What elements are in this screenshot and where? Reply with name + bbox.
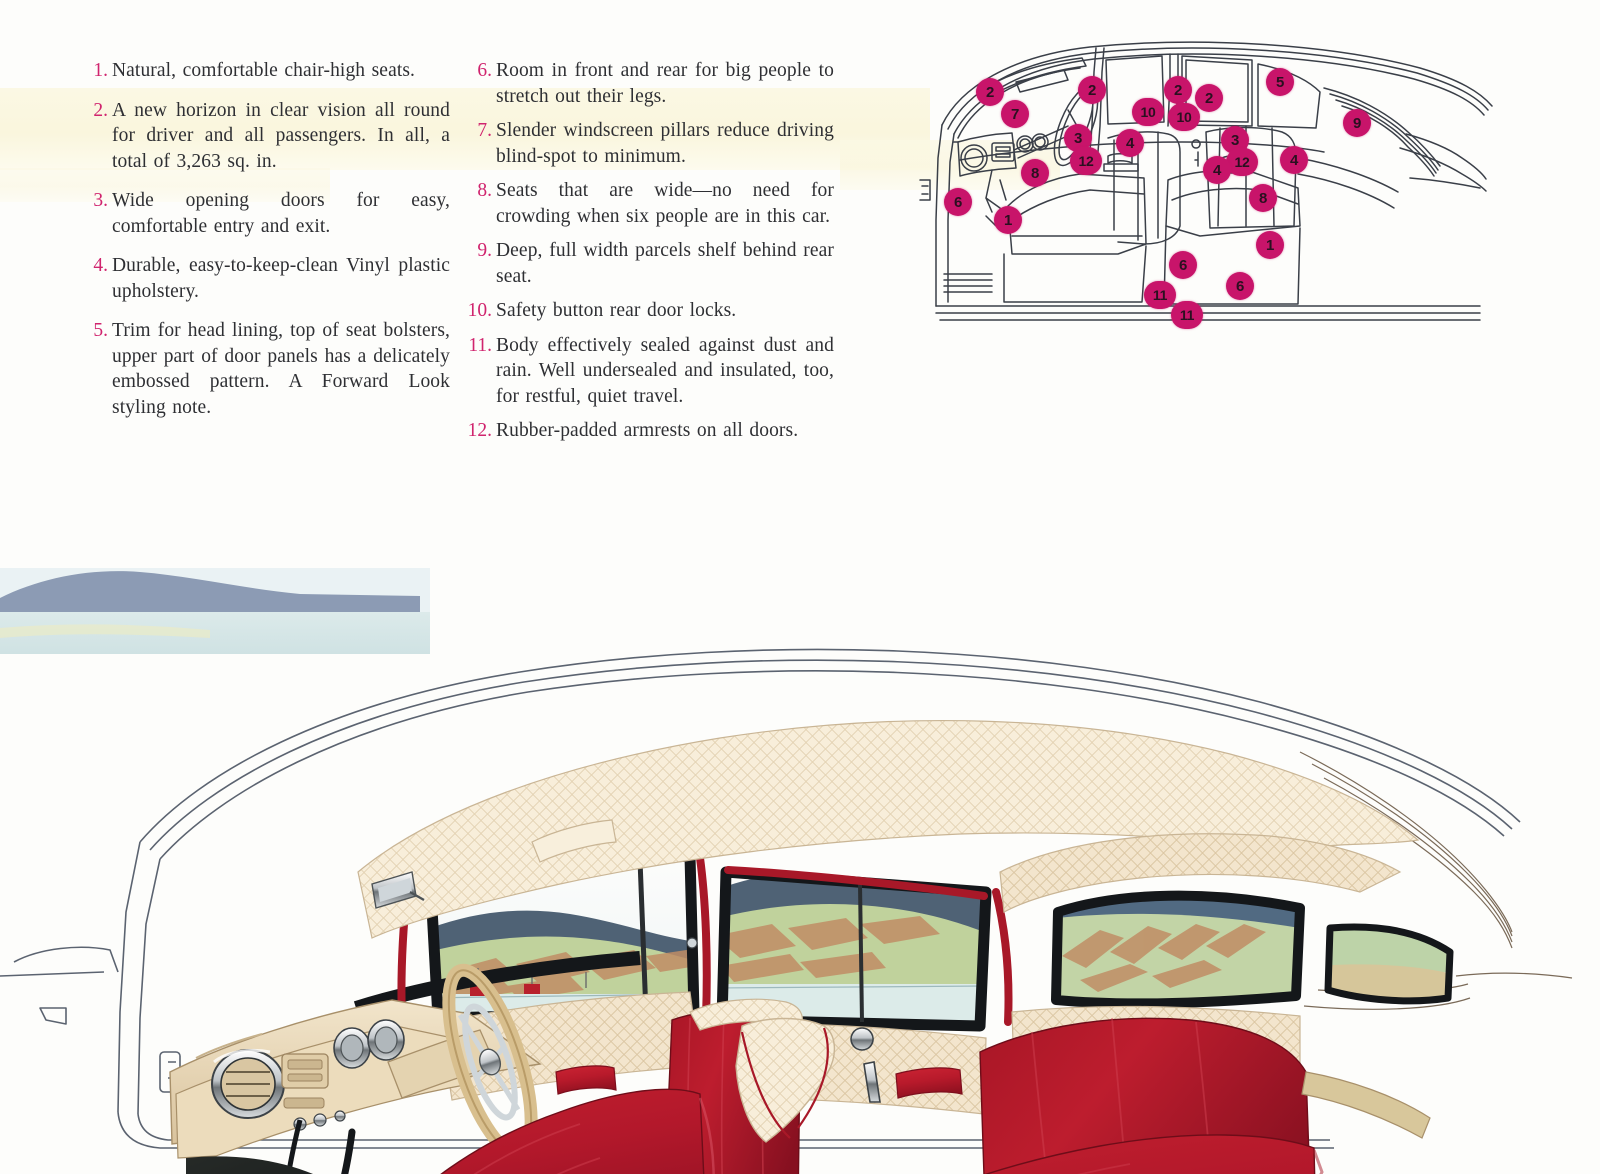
feature-number: 3.	[93, 190, 108, 211]
feature-item: 8. Seats that are wide—no need for crowd…	[462, 178, 834, 229]
feature-text: Wide opening doors for easy, comfortable…	[112, 190, 450, 237]
diagram-callout-6: 6	[944, 188, 972, 216]
feature-text: Body effectively sealed against dust and…	[496, 334, 834, 407]
feature-number: 7.	[477, 120, 492, 141]
diagram-callout-4: 4	[1203, 156, 1231, 184]
feature-text: Natural, comfortable chair-high seats.	[112, 60, 415, 81]
feature-text: Durable, easy-to-keep-clean Vinyl plasti…	[112, 255, 450, 302]
diagram-callout-7: 7	[1001, 100, 1029, 128]
diagram-callout-12: 12	[1226, 148, 1258, 176]
feature-number: 1.	[93, 60, 108, 81]
diagram-callout-8: 8	[1021, 159, 1049, 187]
diagram-callout-6: 6	[1169, 251, 1197, 279]
feature-item: 11. Body effectively sealed against dust…	[462, 333, 834, 410]
feature-number: 11.	[468, 334, 492, 356]
feature-text: Trim for head lining, top of seat bolste…	[112, 320, 450, 418]
feature-number: 6.	[477, 60, 492, 81]
feature-item: 12. Rubber-padded armrests on all doors.	[462, 418, 834, 444]
diagram-callout-11: 11	[1144, 281, 1176, 309]
scan-highlight-band-tertiary	[0, 168, 330, 202]
diagram-callout-10: 10	[1132, 98, 1164, 126]
feature-text: Slender windscreen pillars reduce drivin…	[496, 120, 834, 167]
feature-number: 12.	[467, 420, 492, 441]
diagram-callout-5: 5	[1266, 68, 1294, 96]
feature-item: 5. Trim for head lining, top of seat bol…	[78, 318, 450, 420]
feature-text: Deep, full width parcels shelf behind re…	[496, 240, 834, 287]
feature-text: Safety button rear door locks.	[496, 300, 737, 321]
feature-column-right: 6. Room in front and rear for big people…	[462, 58, 834, 453]
diagram-callout-12: 12	[1070, 147, 1102, 175]
feature-item: 9. Deep, full width parcels shelf behind…	[462, 238, 834, 289]
feature-number: 2.	[93, 99, 108, 121]
feature-number: 10.	[467, 300, 492, 321]
feature-text: Room in front and rear for big people to…	[496, 60, 834, 107]
feature-text: Rubber-padded armrests on all doors.	[496, 420, 799, 441]
diagram-callout-1: 1	[1256, 231, 1284, 259]
diagram-callout-6: 6	[1226, 272, 1254, 300]
scan-highlight-band	[0, 88, 930, 170]
diagram-callout-2: 2	[976, 78, 1004, 106]
feature-item: 1. Natural, comfortable chair-high seats…	[78, 58, 450, 84]
diagram-callout-9: 9	[1343, 109, 1371, 137]
feature-text: A new horizon in clear vision all round …	[112, 99, 450, 172]
feature-item: 6. Room in front and rear for big people…	[462, 58, 834, 109]
diagram-callout-1: 1	[994, 206, 1022, 234]
feature-item: 2. A new horizon in clear vision all rou…	[78, 98, 450, 175]
diagram-callout-2: 2	[1164, 76, 1192, 104]
diagram-callout-10: 10	[1168, 103, 1200, 131]
car-interior-cutaway-illustration	[0, 372, 1600, 1174]
diagram-callout-8: 8	[1249, 184, 1277, 212]
feature-item: 4. Durable, easy-to-keep-clean Vinyl pla…	[78, 253, 450, 304]
feature-item: 7. Slender windscreen pillars reduce dri…	[462, 118, 834, 169]
feature-column-left: 1. Natural, comfortable chair-high seats…	[78, 58, 450, 420]
feature-list: 1. Natural, comfortable chair-high seats…	[0, 0, 880, 441]
diagram-callout-4: 4	[1280, 146, 1308, 174]
feature-item: 10. Safety button rear door locks.	[462, 298, 834, 324]
diagram-callout-4: 4	[1116, 129, 1144, 157]
feature-number: 8.	[477, 180, 492, 201]
feature-number: 9.	[477, 240, 492, 261]
feature-number: 5.	[93, 320, 108, 341]
feature-number: 4.	[93, 255, 108, 276]
diagram-callout-11: 11	[1171, 301, 1203, 329]
feature-text: Seats that are wide—no need for crowding…	[496, 180, 834, 227]
diagram-callout-2: 2	[1195, 84, 1223, 112]
feature-item: 3. Wide opening doors for easy, comforta…	[78, 188, 450, 239]
diagram-callout-2: 2	[1078, 76, 1106, 104]
